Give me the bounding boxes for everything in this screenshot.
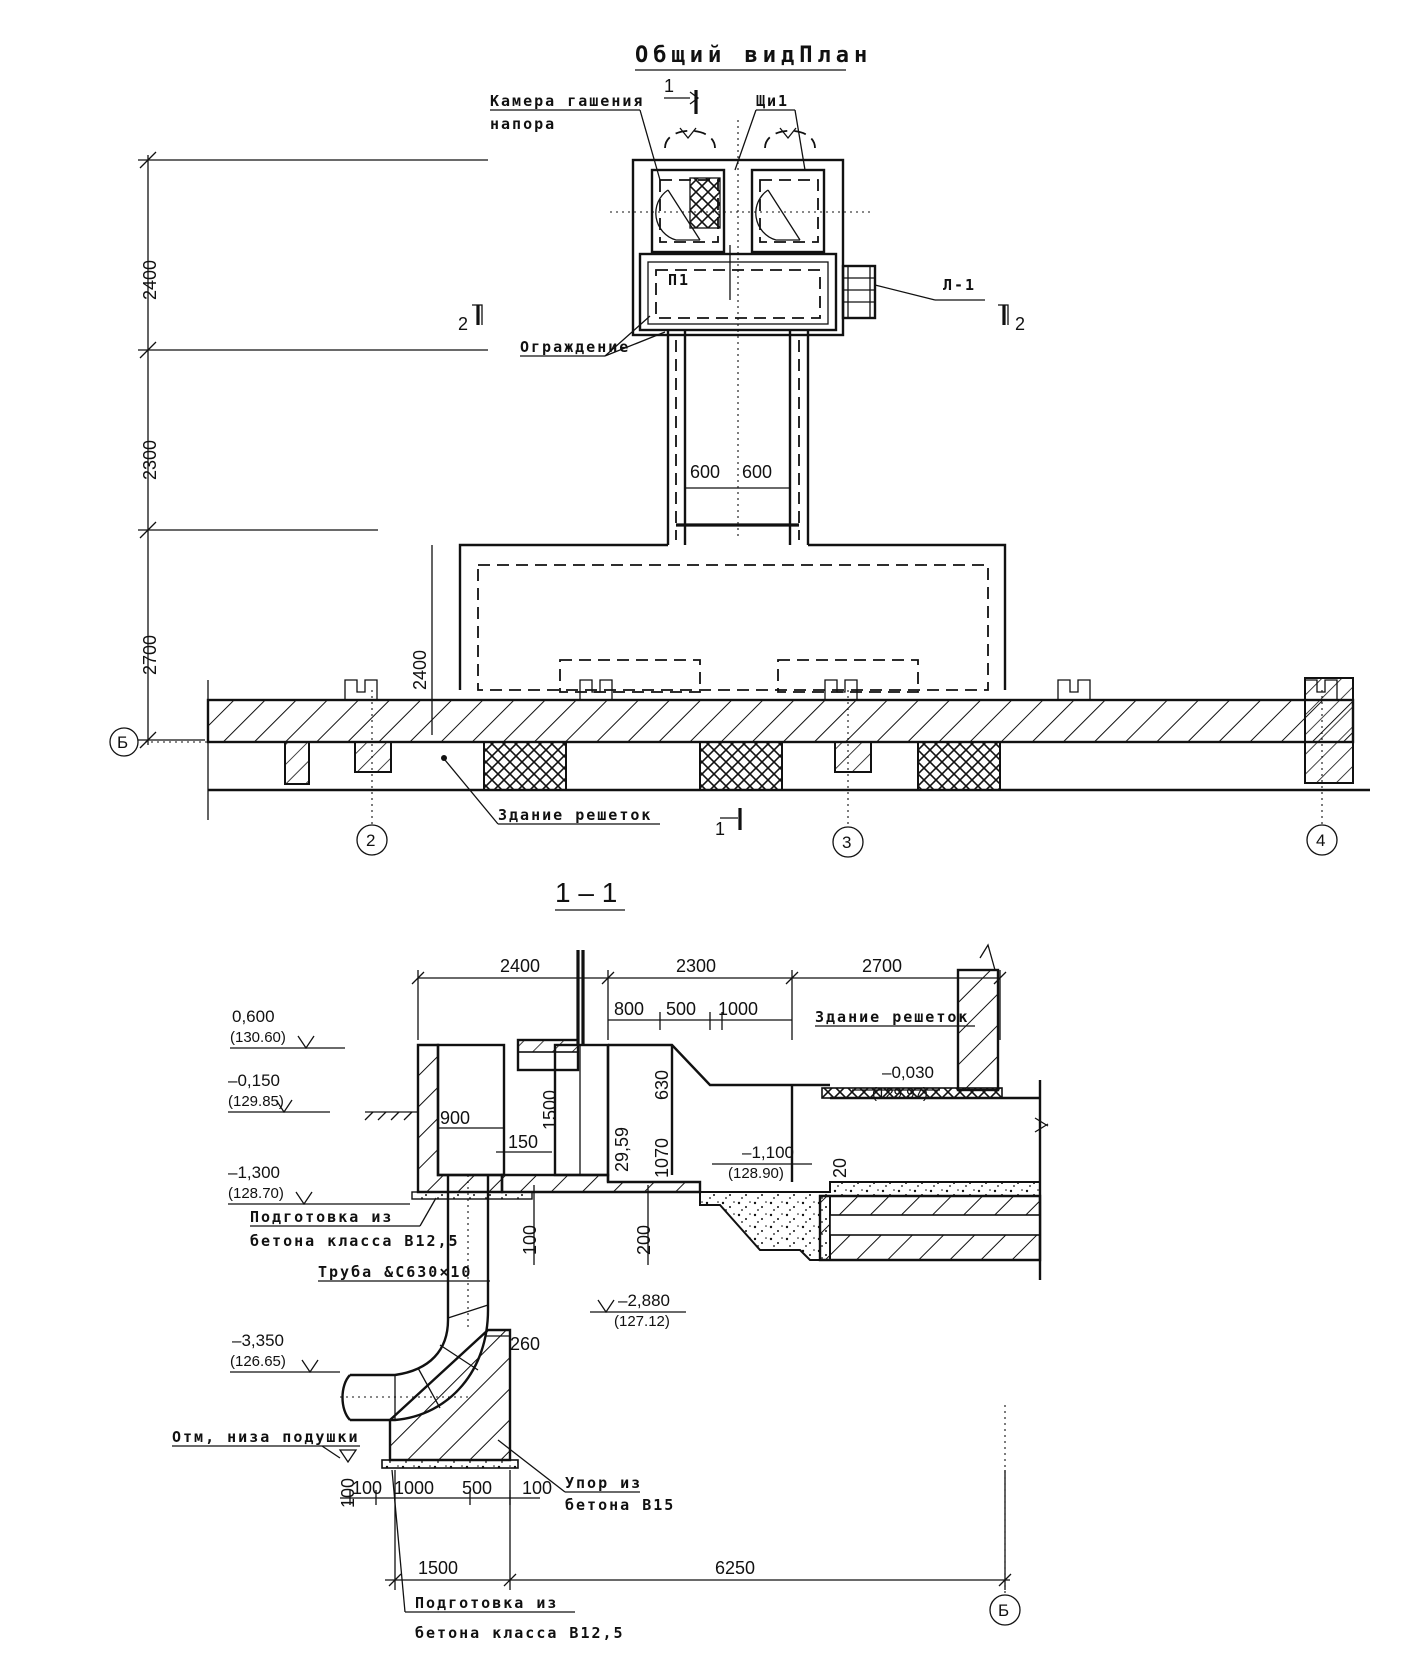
plan-labels: Камера гашения напора Щи1 П1 Л-1 Огражде…	[441, 92, 985, 825]
svg-text:–2,880: –2,880	[618, 1291, 670, 1310]
dim-1500-bottom: 1500	[418, 1558, 458, 1578]
axis-4: 4	[1316, 831, 1325, 850]
dim-2400-inner: 2400	[410, 650, 430, 690]
section-ground	[364, 1111, 418, 1121]
dim-900: 900	[440, 1108, 470, 1128]
svg-text:0,600: 0,600	[232, 1007, 275, 1026]
label-chamber-line2: напора	[490, 115, 556, 133]
dim-1070: 1070	[652, 1138, 672, 1178]
dim-2700-section: 2700	[862, 956, 902, 976]
flume-plan: 600 600	[666, 330, 810, 545]
label-building-section: Здание решеток	[815, 1008, 969, 1026]
elev-minus-1300: –1,300 (128.70)	[228, 1163, 410, 1206]
label-pipe: Труба &С630×10	[318, 1263, 472, 1281]
svg-text:–0,150: –0,150	[228, 1071, 280, 1090]
dim-1000: 1000	[718, 999, 758, 1019]
flume-section: 630 1070 20	[606, 1043, 1042, 1262]
label-building-plan: Здание решеток	[498, 806, 652, 824]
svg-text:(128.70): (128.70)	[228, 1185, 284, 1202]
label-chamber-line1: Камера гашения	[490, 92, 644, 110]
dim-600-left: 600	[690, 462, 720, 482]
axis-bubbles-plan: Б 2 3 4	[109, 727, 1338, 858]
dim-100b: 100	[352, 1478, 382, 1498]
dim-2700: 2700	[140, 635, 160, 675]
dim-500-bottom: 500	[462, 1478, 492, 1498]
dim-2400-section: 2400	[500, 956, 540, 976]
section-mark-1-top: 1	[664, 76, 674, 96]
label-stop-line1: Упор из	[565, 1474, 642, 1492]
section-bottom-dimensions: 100 100 1000 500 100 1500 6250 Б	[338, 1405, 1021, 1626]
dim-20: 20	[830, 1158, 850, 1178]
preparation-labels: Подготовка из бетона класса В12,5 100 20…	[172, 1185, 654, 1642]
dim-6250: 6250	[715, 1558, 755, 1578]
label-prep-top-line1: Подготовка из	[250, 1208, 393, 1226]
dim-2959: 29,59	[612, 1127, 632, 1172]
plan-dimension-chain: 2400 2300 2700	[138, 151, 488, 749]
svg-text:(127.12): (127.12)	[614, 1313, 670, 1330]
svg-text:(130.60): (130.60)	[230, 1029, 286, 1046]
svg-text:–1,100: –1,100	[742, 1143, 794, 1162]
svg-text:–0,030: –0,030	[882, 1063, 934, 1082]
label-prep-bottom-line2: бетона класса В12,5	[415, 1624, 625, 1642]
label-p1: П1	[668, 271, 690, 289]
section-elevations: 0,600 (130.60) –0,150 (129.85) –1,300 (1…	[228, 1007, 940, 1374]
elev-minus-0150: –0,150 (129.85)	[228, 1071, 330, 1114]
label-shch1: Щи1	[756, 92, 789, 110]
label-bottom-pad: Отм, низа подушки	[172, 1428, 360, 1446]
dim-2300-section: 2300	[676, 956, 716, 976]
dim-2300: 2300	[140, 440, 160, 480]
axis-3: 3	[842, 833, 851, 852]
plan-title: Общий видПлан	[635, 43, 872, 68]
section-title: 1 – 1	[555, 877, 617, 908]
label-fence: Ограждение	[520, 338, 630, 356]
section-mark-1-bottom: 1	[715, 819, 725, 839]
energy-dissipation-chamber	[610, 120, 877, 540]
label-stop-line2: бетона В15	[565, 1496, 675, 1514]
dim-1000-bottom: 1000	[394, 1478, 434, 1498]
section-top-dimensions: 2400 2300 2700 800 500 1000	[411, 956, 1007, 1040]
elev-minus-1100: –1,100 (128.90)	[712, 1143, 812, 1182]
thrust-block: 260 Упор из бетона В15	[381, 1328, 675, 1514]
svg-text:–3,350: –3,350	[232, 1331, 284, 1350]
section-mark-2-right: 2	[1015, 314, 1025, 334]
svg-text:(126.65): (126.65)	[230, 1353, 286, 1370]
building-section: Здание решеток	[815, 943, 1049, 1280]
label-prep-top-line2: бетона класса В12,5	[250, 1232, 460, 1250]
dim-500: 500	[666, 999, 696, 1019]
svg-text:(129.85): (129.85)	[228, 1093, 284, 1110]
axis-b-section: Б	[998, 1601, 1009, 1620]
elev-minus-2880: –2,880 (127.12)	[590, 1291, 686, 1330]
dim-1500: 1500	[540, 1090, 560, 1130]
dim-200-vertical: 200	[634, 1225, 654, 1255]
axis-2: 2	[366, 831, 375, 850]
section-marks-plan: 1 1 2 2	[458, 76, 1025, 839]
dim-150: 150	[508, 1132, 538, 1152]
svg-text:(128.90): (128.90)	[728, 1165, 784, 1182]
dim-100a: 100	[338, 1478, 358, 1508]
svg-text:–1,300: –1,300	[228, 1163, 280, 1182]
label-l1: Л-1	[943, 276, 976, 294]
dim-600-right: 600	[742, 462, 772, 482]
section-mark-2-left: 2	[458, 314, 468, 334]
dim-800: 800	[614, 999, 644, 1019]
elev-minus-3350: –3,350 (126.65)	[230, 1331, 340, 1374]
chamber-section: 900 150 1500 29,59	[416, 950, 702, 1194]
label-prep-bottom-line1: Подготовка из	[415, 1594, 558, 1612]
dim-630: 630	[652, 1070, 672, 1100]
axis-b-plan: Б	[117, 733, 128, 752]
dim-100c: 100	[522, 1478, 552, 1498]
building-wall-plan	[145, 677, 1370, 825]
elev-0600: 0,600 (130.60)	[230, 1007, 345, 1050]
dim-260: 260	[510, 1334, 540, 1354]
dim-100-vertical: 100	[520, 1225, 540, 1255]
dim-2400-top: 2400	[140, 260, 160, 300]
